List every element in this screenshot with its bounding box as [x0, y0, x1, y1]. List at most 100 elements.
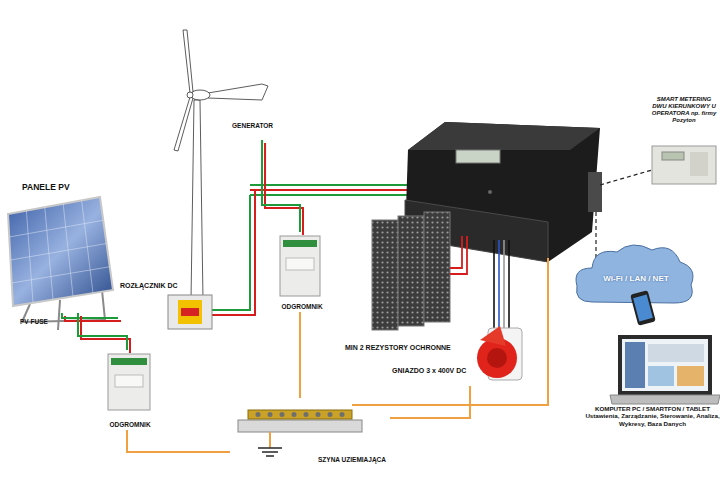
component-label: KOMPUTER PC / SMARTFON / TABLET	[595, 405, 710, 412]
surge-arrester-node: ODGROMNIK	[105, 350, 155, 430]
bar-screw	[304, 412, 309, 417]
dc-switch-handle	[181, 308, 199, 316]
turbine-tower	[191, 100, 203, 300]
laptop-base	[610, 395, 720, 404]
laptop-screen	[618, 335, 712, 395]
ground-symbol	[258, 447, 282, 449]
surge-arrester-node: ODGROMNIK	[276, 232, 328, 312]
ground-wire	[299, 312, 300, 398]
resistor-symbol	[372, 220, 398, 330]
grounding-bar-node: SZYNA UZIEMIAJĄCA	[230, 398, 390, 468]
arrester-front	[286, 258, 314, 270]
resistor-symbol	[424, 212, 450, 322]
bar-screw	[256, 412, 261, 417]
grounding-bar-base	[238, 420, 362, 432]
dc-wire	[262, 140, 303, 235]
screen-panel	[648, 366, 674, 386]
ground-wire	[390, 386, 470, 418]
smart-meter-node: SMART METERING DWU KIERUNKOWY U OPERATOR…	[648, 96, 720, 188]
phone-screen	[633, 295, 653, 322]
phone-body	[630, 290, 656, 326]
resistor-node: MIN 2 REZYSTORY OCHRONNE	[342, 212, 477, 352]
dc-switch	[168, 295, 212, 329]
laptop-display	[622, 339, 708, 391]
dc-wire	[212, 195, 250, 310]
socket-face	[487, 348, 507, 368]
bar-screw	[340, 412, 345, 417]
ground-wire	[127, 430, 230, 452]
pv-cell-line	[9, 220, 103, 237]
arrester-front	[115, 375, 143, 387]
resistor-wire	[450, 236, 462, 268]
component-label: SMART METERING DWU KIERUNKOWY U OPERATOR…	[651, 96, 717, 124]
wire-path	[78, 313, 127, 350]
wire-path	[262, 140, 300, 232]
wind-generator-node: GENERATOR	[185, 40, 275, 140]
component-label: ODGROMNIK	[109, 421, 150, 429]
surge-arrester	[108, 354, 150, 410]
wire-path	[127, 430, 230, 452]
pv-panel	[8, 197, 113, 306]
comm-line	[600, 170, 652, 185]
bar-screw	[280, 412, 285, 417]
component-label: PANELE PV	[22, 182, 70, 192]
pv-cell-line	[11, 244, 107, 261]
component-label: MIN 2 REZYSTORY OCHRONNE	[345, 344, 451, 352]
turbine-blade	[183, 30, 193, 93]
dc-wire	[250, 189, 410, 191]
socket-lid	[480, 326, 506, 346]
component-label: Ustawienia, Zarządzanie, Sterowanie, Ana…	[585, 412, 720, 427]
smart-meter	[652, 146, 716, 184]
bar-screw	[328, 412, 333, 417]
dc-switch-plate	[178, 300, 202, 324]
dc-wire	[212, 190, 255, 315]
component-label: Wi-Fi / LAN / NET	[603, 274, 668, 283]
resistor-wire	[450, 236, 467, 274]
bar-screw	[316, 412, 321, 417]
component-label: ODGROMNIK	[281, 303, 322, 311]
bar-screw	[292, 412, 297, 417]
inverter-led	[488, 190, 492, 194]
panel-stand	[58, 300, 60, 330]
inverter-display	[456, 150, 500, 163]
ground-symbol	[266, 455, 274, 457]
ac-wire	[503, 240, 505, 330]
socket-body	[477, 338, 517, 378]
turbine-hub	[187, 92, 193, 98]
smartphone	[630, 290, 656, 326]
component-label: SZYNA UZIEMIAJĄCA	[318, 456, 386, 464]
bar-screws	[256, 412, 345, 417]
socket-node: GNIAZDO 3 x 400V DC	[392, 356, 527, 386]
pv-cell-grid	[9, 200, 110, 302]
inverter-top	[408, 122, 600, 150]
computer-node: KOMPUTER PC / SMARTFON / TABLETUstawieni…	[585, 405, 720, 447]
arrester-terminals	[283, 240, 317, 247]
screen-panel	[648, 344, 704, 362]
pv-cell-line	[12, 267, 110, 283]
turbine-blade	[174, 97, 193, 151]
network-cloud: Wi-Fi / LAN / NET	[572, 240, 700, 312]
dc-switch-node: ROZŁĄCZNIK DC	[118, 278, 218, 333]
screen-panel	[677, 366, 704, 386]
resistor-symbol	[398, 216, 424, 326]
dc-wire	[250, 184, 410, 186]
bar-screw	[268, 412, 273, 417]
screen-panel	[625, 342, 645, 388]
wire-path	[390, 386, 470, 418]
meter-display	[662, 152, 684, 160]
grounding-bar	[248, 410, 352, 419]
ac-wire	[498, 240, 500, 330]
wire-pair	[265, 143, 303, 235]
wire-path	[299, 312, 301, 398]
wire-pair	[81, 316, 130, 353]
wire-path	[62, 313, 118, 318]
dc-wire	[78, 313, 130, 353]
surge-arrester	[280, 236, 320, 296]
wire-pair	[65, 316, 121, 321]
dc-wire	[250, 194, 410, 196]
